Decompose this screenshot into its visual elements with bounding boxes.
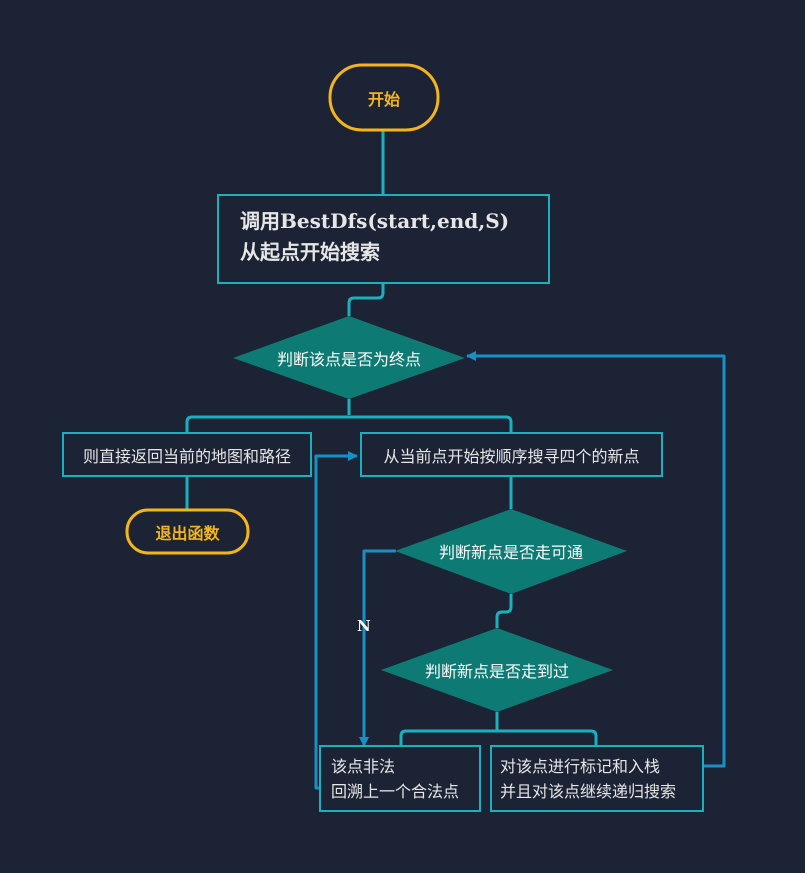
judge-visited-label: 判断新点是否走到过 (424, 662, 569, 681)
mark-line-2: 并且对该点继续递归搜索 (500, 782, 677, 801)
illegal-box-text: 该点非法 回溯上一个合法点 (331, 754, 459, 804)
edge-reachable-to-visited (495, 594, 513, 628)
edge-judge-end-split (185, 399, 513, 433)
judge-end-label: 判断该点是否为终点 (276, 350, 421, 369)
call-line-2: 从起点开始搜索 (240, 240, 380, 264)
search-new-box (360, 432, 663, 477)
call-line-1-prefix: 调用 (240, 209, 280, 233)
judge-end-diamond (233, 316, 465, 399)
search-new-label: 从当前点开始按顺序搜寻四个的新点 (383, 446, 640, 466)
edge-loop-back-to-judge-end (466, 351, 726, 768)
judge-reachable-diamond (395, 509, 627, 594)
edge-call-to-judge-end (347, 283, 385, 316)
edge-backtrack-to-search (314, 451, 358, 790)
illegal-line-1: 该点非法 (331, 757, 396, 776)
edge-visited-split (399, 712, 598, 746)
return-path-label: 则直接返回当前的地图和路径 (82, 446, 291, 466)
judge-visited-diamond (381, 628, 613, 712)
exit-label: 退出函数 (155, 523, 220, 543)
start-label: 开始 (367, 89, 400, 109)
call-box-text: 调用BestDfs(start,end,S) 从起点开始搜索 (240, 206, 509, 268)
exit-terminal (125, 508, 250, 555)
edge-label-n: N (357, 617, 371, 635)
call-line-1-code: BestDfs(start,end,S) (280, 209, 510, 233)
return-path-box (62, 432, 312, 477)
call-line-1: 调用BestDfs(start,end,S) (240, 206, 509, 237)
judge-reachable-label: 判断新点是否走可通 (438, 543, 583, 562)
start-terminal (328, 63, 440, 132)
mark-box-text: 对该点进行标记和入栈 并且对该点继续递归搜索 (500, 754, 676, 804)
edge-not-reachable-to-illegal (359, 549, 396, 747)
mark-line-1: 对该点进行标记和入栈 (500, 757, 661, 776)
illegal-box (319, 745, 481, 812)
call-box (217, 194, 550, 284)
illegal-line-2: 回溯上一个合法点 (331, 782, 460, 801)
mark-box (490, 745, 704, 812)
